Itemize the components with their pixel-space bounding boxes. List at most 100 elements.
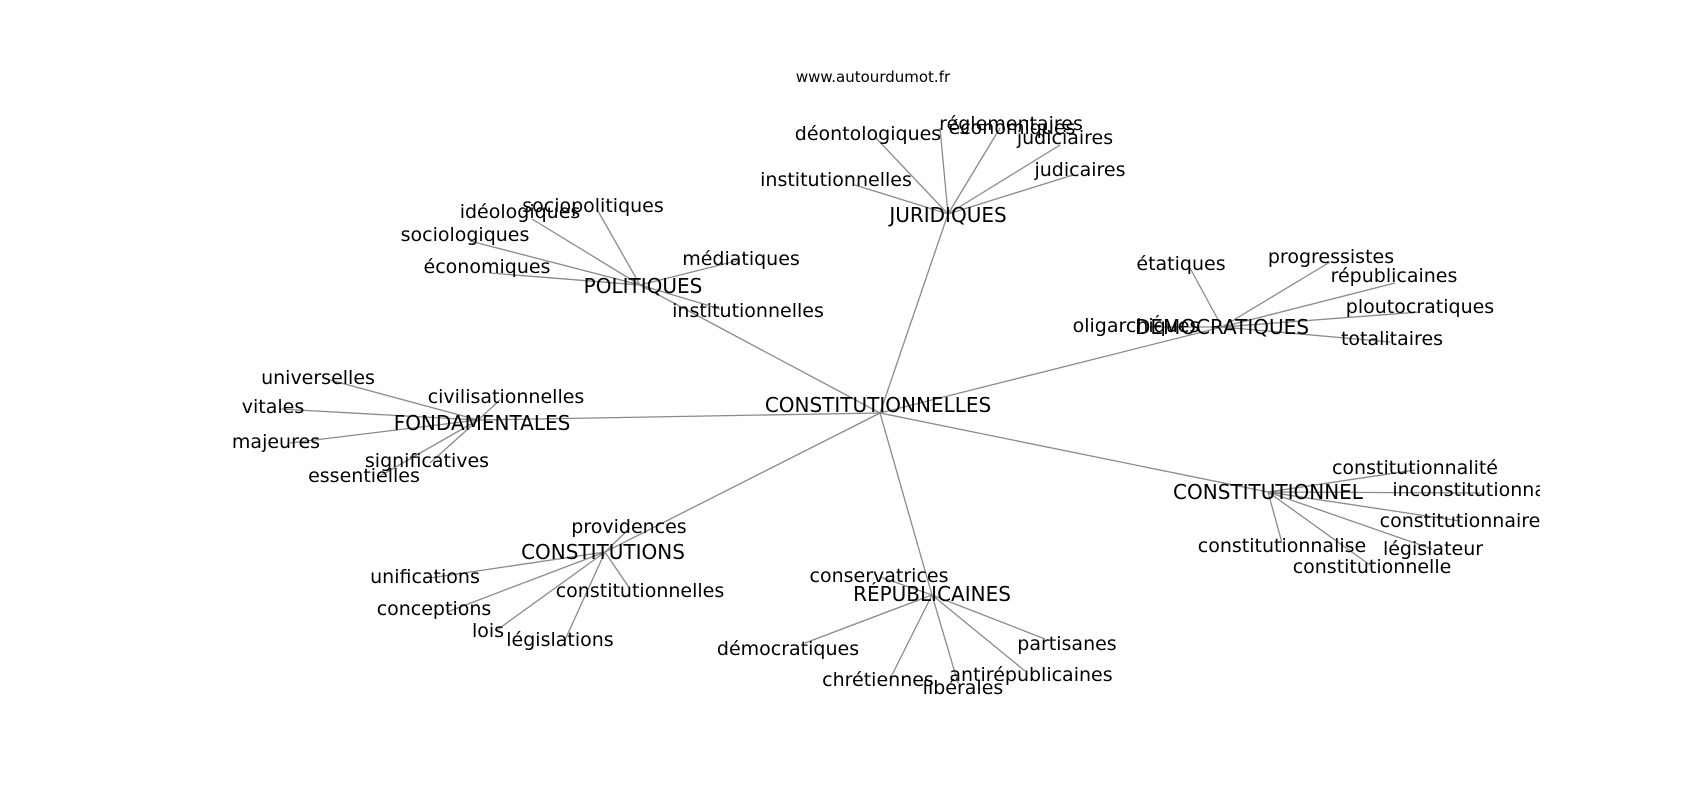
edge-leaf-6-5 <box>931 594 959 684</box>
edge-leaf-1-2 <box>469 240 641 286</box>
edge-leaf-2-2 <box>1221 282 1396 328</box>
leaf-node: législateur <box>1383 538 1483 560</box>
edge-center-0 <box>879 213 949 414</box>
edge-center-3 <box>477 412 881 421</box>
edge-leaf-3-5 <box>379 419 479 477</box>
hub-node: RÉPUBLICAINES <box>853 582 1011 606</box>
leaf-node: économiques <box>949 117 1076 139</box>
leaf-node: judicaires <box>1033 159 1125 181</box>
edge-leaf-0-2 <box>874 136 949 215</box>
leaf-node: universelles <box>261 367 375 389</box>
leaf-node: providences <box>571 516 686 538</box>
leaf-node: totalitaires <box>1341 328 1443 350</box>
edge-leaf-6-4 <box>889 594 933 680</box>
hub-node: CONSTITUTIONS <box>521 540 685 564</box>
edge-center-6 <box>879 412 933 596</box>
edge-leaf-0-5 <box>854 184 949 215</box>
leaf-node: partisanes <box>1017 633 1116 655</box>
leaf-node: constitutionnaire <box>1380 510 1541 532</box>
edge-leaf-3-3 <box>289 419 479 444</box>
edge-center-1 <box>639 284 881 414</box>
edge-leaf-0-1 <box>947 127 1001 215</box>
leaf-node: oligarchiques <box>1073 315 1200 337</box>
leaf-node: constitutionnelles <box>556 580 725 602</box>
edge-leaf-0-3 <box>947 144 1061 215</box>
edge-leaf-5-2 <box>604 551 631 590</box>
edge-leaf-4-4 <box>1267 491 1433 550</box>
edge-leaf-5-4 <box>496 551 606 631</box>
leaf-node: inconstitutionnalité <box>1392 479 1575 501</box>
leaf-node: idéologiques <box>460 201 581 223</box>
leaf-node: progressistes <box>1268 246 1394 268</box>
leaf-node: républicaines <box>1331 265 1458 287</box>
leaf-node: vitales <box>242 396 304 418</box>
edge-center-4 <box>879 412 1269 493</box>
edge-leaf-1-3 <box>489 272 641 286</box>
leaf-node: économiques <box>424 256 551 278</box>
edge-leaf-4-5 <box>1267 491 1371 566</box>
source-watermark: www.autourdumot.fr <box>796 68 951 86</box>
hub-node: FONDAMENTALES <box>394 411 571 435</box>
hub-node: JURIDIQUES <box>887 203 1006 227</box>
edge-leaf-1-5 <box>639 284 721 310</box>
edge-leaf-4-1 <box>1267 491 1481 494</box>
edge-leaf-5-5 <box>564 551 606 641</box>
edge-leaf-2-0 <box>1189 267 1223 328</box>
edge-leaf-2-1 <box>1221 261 1331 328</box>
edge-leaf-5-0 <box>604 527 631 553</box>
leaf-node: démocratiques <box>717 638 859 660</box>
leaf-node: lois <box>472 620 504 642</box>
edge-leaf-4-0 <box>1267 469 1416 493</box>
edge-leaf-3-2 <box>279 408 479 421</box>
edge-leaf-2-5 <box>1221 326 1391 343</box>
edge-leaf-6-1 <box>931 594 1046 640</box>
edge-leaf-3-1 <box>477 399 501 421</box>
hub-node: DÉMOCRATIQUES <box>1135 315 1309 339</box>
leaf-node: significatives <box>365 450 489 472</box>
leaf-node: essentielles <box>308 465 420 487</box>
edge-leaf-5-1 <box>429 551 606 579</box>
leaf-node: antirépublicaines <box>949 664 1112 686</box>
edge-leaf-1-4 <box>639 259 741 286</box>
edge-leaf-0-4 <box>947 174 1074 215</box>
leaf-node: judiciaires <box>1016 127 1113 149</box>
leaf-node: conservatrices <box>810 565 949 587</box>
leaf-node: déontologiques <box>795 123 941 145</box>
edge-leaf-4-3 <box>1267 491 1283 544</box>
leaf-node: médiatiques <box>682 248 800 270</box>
hub-node: CONSTITUTIONNEL <box>1173 480 1364 504</box>
leaf-node: législations <box>506 629 613 651</box>
leaf-node: constitutionnalise <box>1198 535 1366 557</box>
edge-leaf-0-0 <box>939 127 949 215</box>
center-node: CONSTITUTIONNELLES <box>765 393 991 417</box>
leaf-node: conceptions <box>377 598 492 620</box>
hub-node: POLITIQUES <box>584 274 703 298</box>
edge-leaf-3-4 <box>429 419 479 464</box>
leaf-node: institutionnelles <box>760 169 912 191</box>
graph-labels: www.autourdumot.fr CONSTITUTIONNELLES JU… <box>232 68 1575 699</box>
edge-leaf-4-2 <box>1267 491 1461 522</box>
leaf-node: civilisationnelles <box>428 386 585 408</box>
leaf-node: constitutionnalité <box>1332 457 1498 479</box>
leaf-node: constitutionnelle <box>1293 556 1452 578</box>
leaf-node: sociopolitiques <box>522 195 664 217</box>
edge-leaf-6-0 <box>879 576 933 596</box>
leaf-node: réglementaires <box>939 113 1083 135</box>
graph-edges <box>279 127 1481 684</box>
leaf-node: institutionnelles <box>672 300 824 322</box>
leaf-node: sociologiques <box>401 224 530 246</box>
edge-center-5 <box>604 412 881 553</box>
leaf-node: étatiques <box>1136 253 1225 275</box>
leaf-node: libérales <box>923 677 1004 699</box>
leaf-node: ploutocratiques <box>1346 296 1494 318</box>
edge-leaf-6-3 <box>931 594 1026 672</box>
leaf-node: chrétiennes <box>822 669 934 691</box>
leaf-node: unifications <box>370 566 480 588</box>
leaf-node: majeures <box>232 431 320 453</box>
edge-leaf-2-3 <box>1221 311 1421 328</box>
edge-leaf-1-0 <box>597 210 641 286</box>
edge-center-2 <box>879 326 1223 414</box>
edge-leaf-5-3 <box>446 551 606 613</box>
edge-leaf-3-0 <box>329 379 479 421</box>
